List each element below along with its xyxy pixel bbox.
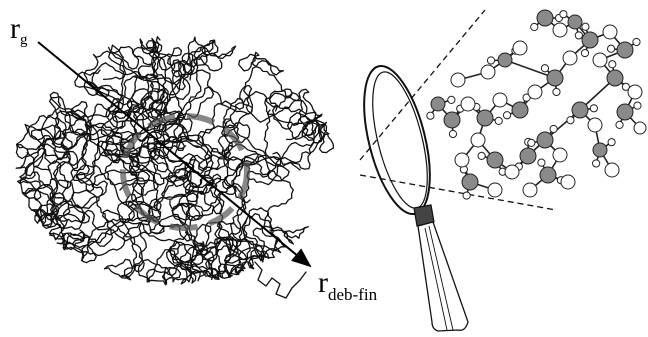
hydrogen-atom <box>606 44 616 53</box>
heavy-atom <box>552 22 568 38</box>
hydrogen-atom <box>589 104 598 113</box>
heavy-atom <box>497 52 513 68</box>
hydrogen-atom <box>530 22 539 32</box>
hydrogen-atom <box>527 138 536 148</box>
heavy-atom <box>616 103 634 121</box>
heavy-atom <box>522 182 538 198</box>
coil-segment <box>15 114 223 221</box>
hydrogen-atom <box>607 138 616 147</box>
heavy-atom <box>571 101 589 119</box>
heavy-atom <box>519 147 537 165</box>
polymer-coil <box>15 36 335 299</box>
heavy-atom <box>443 111 461 129</box>
heavy-atom <box>430 96 446 112</box>
heavy-atom <box>470 132 486 148</box>
coil-segment <box>85 116 222 222</box>
label-r-g: rg <box>10 12 28 48</box>
hydrogen-atom <box>559 10 568 19</box>
heavy-atom <box>512 40 528 56</box>
heavy-atom <box>546 69 564 87</box>
heavy-atom <box>480 64 496 80</box>
hydrogen-atom <box>592 159 601 168</box>
heavy-atom <box>536 9 554 27</box>
heavy-atom <box>602 24 618 40</box>
heavy-atom <box>592 142 608 158</box>
heavy-atom <box>487 182 503 198</box>
heavy-atom <box>604 162 620 178</box>
hydrogen-atom <box>621 82 630 91</box>
hydrogen-atom <box>574 31 583 40</box>
hydrogen-atom <box>426 111 435 120</box>
bond <box>504 59 556 79</box>
label-r-deb-fin: rdeb-fin <box>318 266 378 304</box>
hydrogen-atom <box>581 22 590 31</box>
coil-segment <box>19 91 204 251</box>
coil-segment <box>179 153 294 285</box>
heavy-atom <box>511 101 529 119</box>
hydrogen-atom <box>632 37 641 47</box>
hydrogen-atom <box>540 64 550 73</box>
heavy-atom <box>592 52 608 68</box>
heavy-atom <box>587 117 603 133</box>
hydrogen-atom <box>494 116 503 126</box>
hydrogen-atom <box>486 56 496 65</box>
heavy-atom <box>476 109 494 127</box>
hydrogen-atom <box>502 111 512 120</box>
hydrogen-atom <box>580 48 590 58</box>
zoom-line-bottom <box>359 174 557 211</box>
hydrogen-atom <box>477 151 486 161</box>
heavy-atom <box>536 131 554 149</box>
hydrogen-atom <box>448 129 458 139</box>
molecule-atoms <box>426 9 647 200</box>
coil-segment <box>149 39 253 172</box>
hydrogen-atom <box>608 60 617 69</box>
hydrogen-atom <box>537 158 546 167</box>
hydrogen-atom <box>615 120 624 129</box>
hydrogen-atom <box>566 116 575 125</box>
end-to-end-arrow <box>37 41 312 268</box>
heavy-atom <box>606 69 624 87</box>
heavy-atom <box>616 41 634 59</box>
hydrogen-atom <box>552 87 561 97</box>
coil-segment <box>130 36 223 128</box>
magnifier-icon <box>363 64 469 332</box>
heavy-atom <box>492 92 508 108</box>
heavy-atom <box>527 84 543 100</box>
heavy-atom <box>581 31 599 49</box>
heavy-atom <box>504 164 520 180</box>
heavy-atom <box>460 96 476 112</box>
hydrogen-atom <box>633 101 642 110</box>
heavy-atom <box>450 72 466 88</box>
heavy-atom <box>633 121 647 135</box>
hydrogen-atom <box>447 95 456 105</box>
hydrogen-atom <box>549 124 558 134</box>
gyration-circle <box>120 113 250 231</box>
heavy-atom <box>560 174 576 190</box>
hydrogen-atom <box>462 191 471 200</box>
heavy-atom <box>486 151 504 169</box>
heavy-atom <box>627 84 643 100</box>
heavy-atom <box>567 14 583 30</box>
heavy-atom <box>562 50 578 66</box>
heavy-atom <box>454 152 470 168</box>
coil-segment <box>48 171 193 264</box>
zoom-line-top <box>359 9 486 161</box>
heavy-atom <box>539 166 557 184</box>
heavy-atom <box>461 173 479 191</box>
coil-tail <box>254 261 307 299</box>
heavy-atom <box>552 147 568 163</box>
